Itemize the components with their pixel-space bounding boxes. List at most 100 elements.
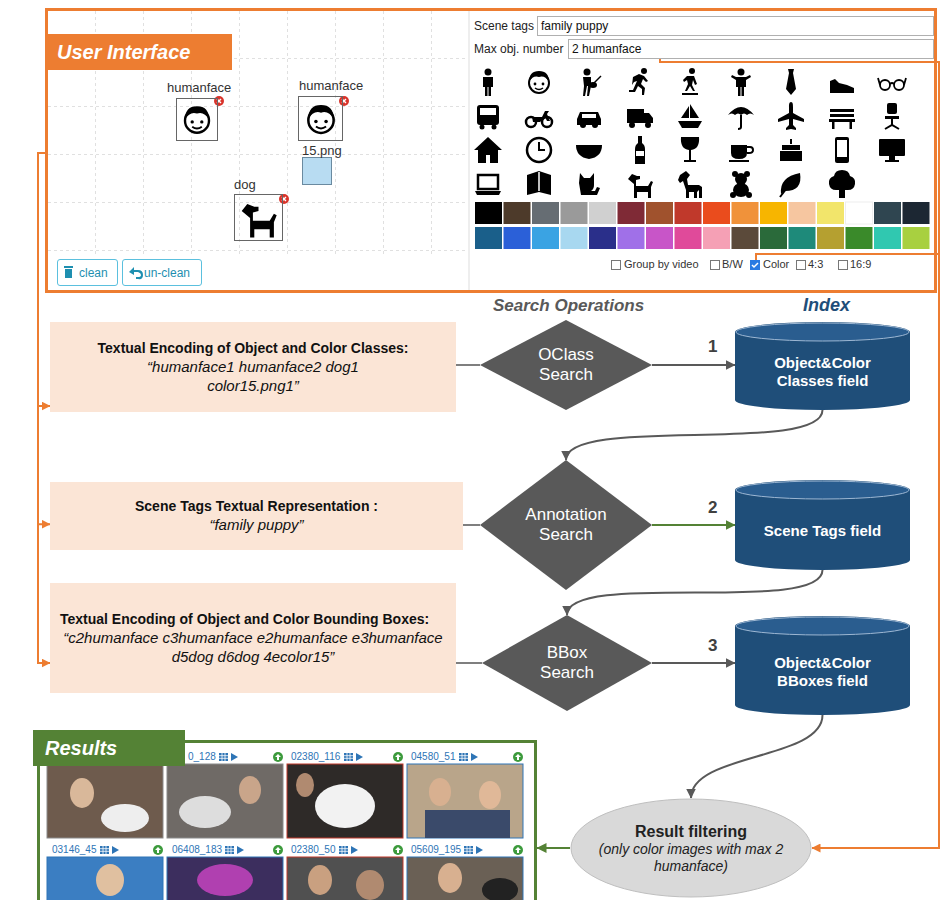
ui-panel: User Interfacehumanfacehumanface15.pngdo… [45, 8, 937, 293]
result-thumbnails [100, 753, 483, 854]
result-thumbnails [296, 773, 314, 797]
undo-icon [129, 267, 143, 279]
result-thumbnails [100, 753, 473, 854]
object-palette [731, 69, 751, 97]
color-palette [532, 202, 559, 224]
color-palette [646, 202, 673, 224]
result-thumbnails [513, 845, 523, 855]
result-thumbnails [344, 753, 353, 761]
ellipse-shape [571, 799, 811, 897]
color-palette [817, 202, 844, 224]
color-palette [675, 202, 702, 224]
result-thumbnails [356, 753, 363, 761]
connector [652, 662, 735, 664]
box-body: “family puppy” [209, 515, 303, 534]
color-palette [732, 227, 759, 249]
object-label: humanface [167, 80, 231, 95]
result-thumbnails [308, 865, 332, 895]
result-thumbnails [356, 870, 384, 900]
object-box: humanface [298, 96, 343, 141]
object-palette [475, 175, 501, 195]
result-thumbnails [287, 764, 403, 838]
object-palette [627, 109, 653, 128]
object-palette [678, 104, 702, 128]
result-thumbnails [339, 846, 348, 854]
result-thumbnails [515, 847, 521, 853]
index-cylinder: Object&Color BBoxes field [735, 616, 910, 715]
object-palette [728, 107, 754, 129]
checkbox-label: Group by video [624, 258, 699, 271]
result-thumbnails [275, 847, 281, 853]
color-palette [903, 227, 930, 249]
result-thumbnails [96, 864, 124, 896]
color-palette [504, 227, 531, 249]
cylinder-label: Object&Color BBoxes field [755, 642, 890, 690]
cylinder-shape [735, 616, 910, 715]
object-palette [579, 173, 600, 195]
color-palette [475, 202, 930, 249]
object-palette [474, 68, 906, 198]
object-palette [682, 68, 698, 95]
object-palette [885, 103, 899, 129]
object-palette [577, 112, 601, 128]
object-palette [786, 69, 796, 95]
button: un-clean [122, 259, 202, 286]
result-thumbnails [315, 784, 375, 828]
color-palette [846, 202, 873, 224]
object-palette [678, 171, 702, 198]
connector [691, 715, 823, 798]
object-palette [835, 137, 849, 163]
color-palette [732, 202, 759, 224]
object-palette [778, 102, 804, 130]
object-palette [483, 69, 493, 97]
result-thumbnails [395, 754, 401, 760]
result-thumbnails [464, 846, 473, 854]
result-thumbnails [275, 754, 281, 760]
remove-icon [279, 194, 289, 204]
object-palette [780, 173, 800, 197]
result-thumbnails [464, 846, 473, 854]
object-palette [878, 78, 906, 90]
input-label: Scene tags [474, 19, 534, 33]
diamond-label: OClass Search [519, 345, 614, 385]
checkboxes [752, 263, 758, 267]
color-palette [618, 202, 645, 224]
search-diamond: BBox Search [482, 615, 652, 711]
object-palette [529, 71, 549, 93]
diamond-shape [482, 615, 652, 711]
color-palette [703, 202, 730, 224]
checkboxes [751, 261, 760, 270]
color-palette [903, 202, 930, 224]
object-palette [829, 109, 855, 129]
input-value: family puppy [538, 19, 608, 33]
result-thumbnails [513, 752, 523, 762]
cylinder-label: Object&Color Classes field [755, 342, 890, 390]
color-palette [504, 202, 531, 224]
frame-id: 02380_50 [291, 844, 336, 856]
connector [463, 524, 480, 526]
object-palette [628, 174, 653, 198]
button: clean [57, 259, 118, 286]
connector [566, 410, 823, 460]
trash-icon [64, 266, 73, 278]
connector [567, 570, 823, 615]
panel-title: User Interface [45, 34, 232, 70]
connector [456, 364, 480, 366]
result-thumbnails [100, 846, 109, 854]
result-thumbnails [429, 778, 451, 806]
result-thumbnails [70, 778, 94, 808]
encoding-box: Scene Tags Textual Representation :“fami… [50, 482, 463, 550]
color-palette [589, 227, 616, 249]
frame-id: 02380_116 [291, 751, 340, 763]
remove-icon [339, 96, 349, 106]
checkboxes [839, 261, 848, 270]
result-thumbnails [407, 857, 523, 900]
box-body: “humanface1 humanface2 dog1 color15.png1… [122, 357, 384, 395]
object-palette [780, 139, 802, 161]
result-thumbnails [459, 753, 468, 761]
connector [660, 59, 939, 848]
frame-id: 0_128 [188, 751, 216, 763]
object-palette [526, 111, 552, 127]
result-thumbnails [47, 764, 163, 838]
color-palette [874, 202, 901, 224]
